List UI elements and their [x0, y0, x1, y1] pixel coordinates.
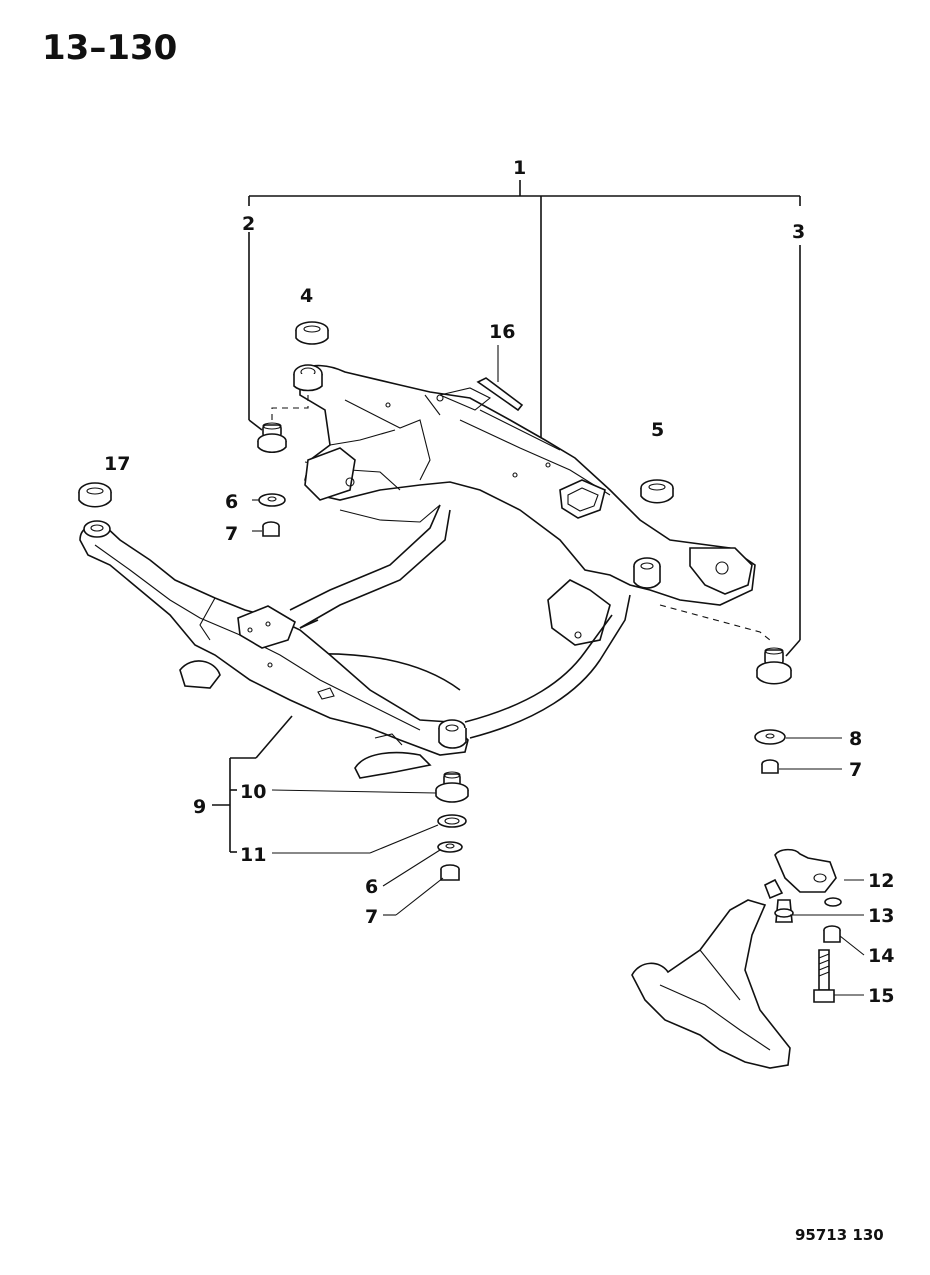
nut-7-bottom: [440, 864, 460, 881]
part-12-bracket: [774, 848, 842, 907]
part-10-bushing: [435, 771, 469, 803]
frame-bushing-front-right: [438, 719, 467, 749]
frame-bushing-rear-right: [633, 557, 661, 589]
crossmember-rear: [299, 364, 756, 646]
callout-1-bracket: [248, 180, 801, 657]
part-14-nut: [823, 925, 841, 943]
part-13-bolt: [774, 899, 794, 923]
nut-7-right: [761, 759, 779, 774]
callout-9-bracket: [212, 715, 444, 916]
part-4-insulator: [295, 321, 329, 345]
crossmember-front: [79, 524, 469, 779]
part-16-bracket: [476, 345, 524, 412]
part-3-bushing: [756, 647, 792, 685]
part-17-insulator: [78, 482, 112, 508]
leader-14: [839, 935, 865, 956]
callout-labels: 1 2 3 4 5 6 7 6 7 7 8 9 10 11 12 13 14 1…: [104, 157, 894, 1007]
washer-8: [754, 729, 786, 745]
nut-7-left: [262, 521, 280, 537]
part-15-bolt: [813, 949, 835, 1003]
callout-7a: 7: [225, 523, 238, 545]
callout-3: 3: [792, 221, 805, 243]
callout-4: 4: [300, 285, 313, 307]
callout-17: 17: [104, 453, 130, 475]
part-2-bushing: [257, 422, 287, 454]
part-3-leader: [659, 604, 771, 641]
callout-13: 13: [868, 905, 894, 927]
callout-16: 16: [489, 321, 515, 343]
washer-6-bottom: [437, 841, 463, 853]
washer-6-left: [258, 493, 286, 507]
drawing-code: 95713 130: [795, 1226, 884, 1244]
lower-control-arm: [631, 878, 791, 1069]
frame-bushing-rear-left: [293, 364, 323, 392]
callout-9: 9: [193, 796, 206, 818]
callout-8: 8: [849, 728, 862, 750]
callout-11: 11: [240, 844, 266, 866]
callout-6a: 6: [225, 491, 238, 513]
part-2-leader: [271, 392, 309, 420]
part-11-washer: [437, 814, 467, 828]
callout-7b: 7: [365, 906, 378, 928]
callout-15: 15: [868, 985, 894, 1007]
callout-5: 5: [651, 419, 664, 441]
page-number: 13–130: [42, 28, 178, 68]
callout-10: 10: [240, 781, 266, 803]
part-5-insulator: [640, 479, 674, 504]
callout-7c: 7: [849, 759, 862, 781]
callout-6b: 6: [365, 876, 378, 898]
callout-14: 14: [868, 945, 894, 967]
callout-12: 12: [868, 870, 894, 892]
callout-2: 2: [242, 213, 255, 235]
frame-bushing-front-left: [83, 520, 111, 538]
callout-1: 1: [513, 157, 526, 179]
